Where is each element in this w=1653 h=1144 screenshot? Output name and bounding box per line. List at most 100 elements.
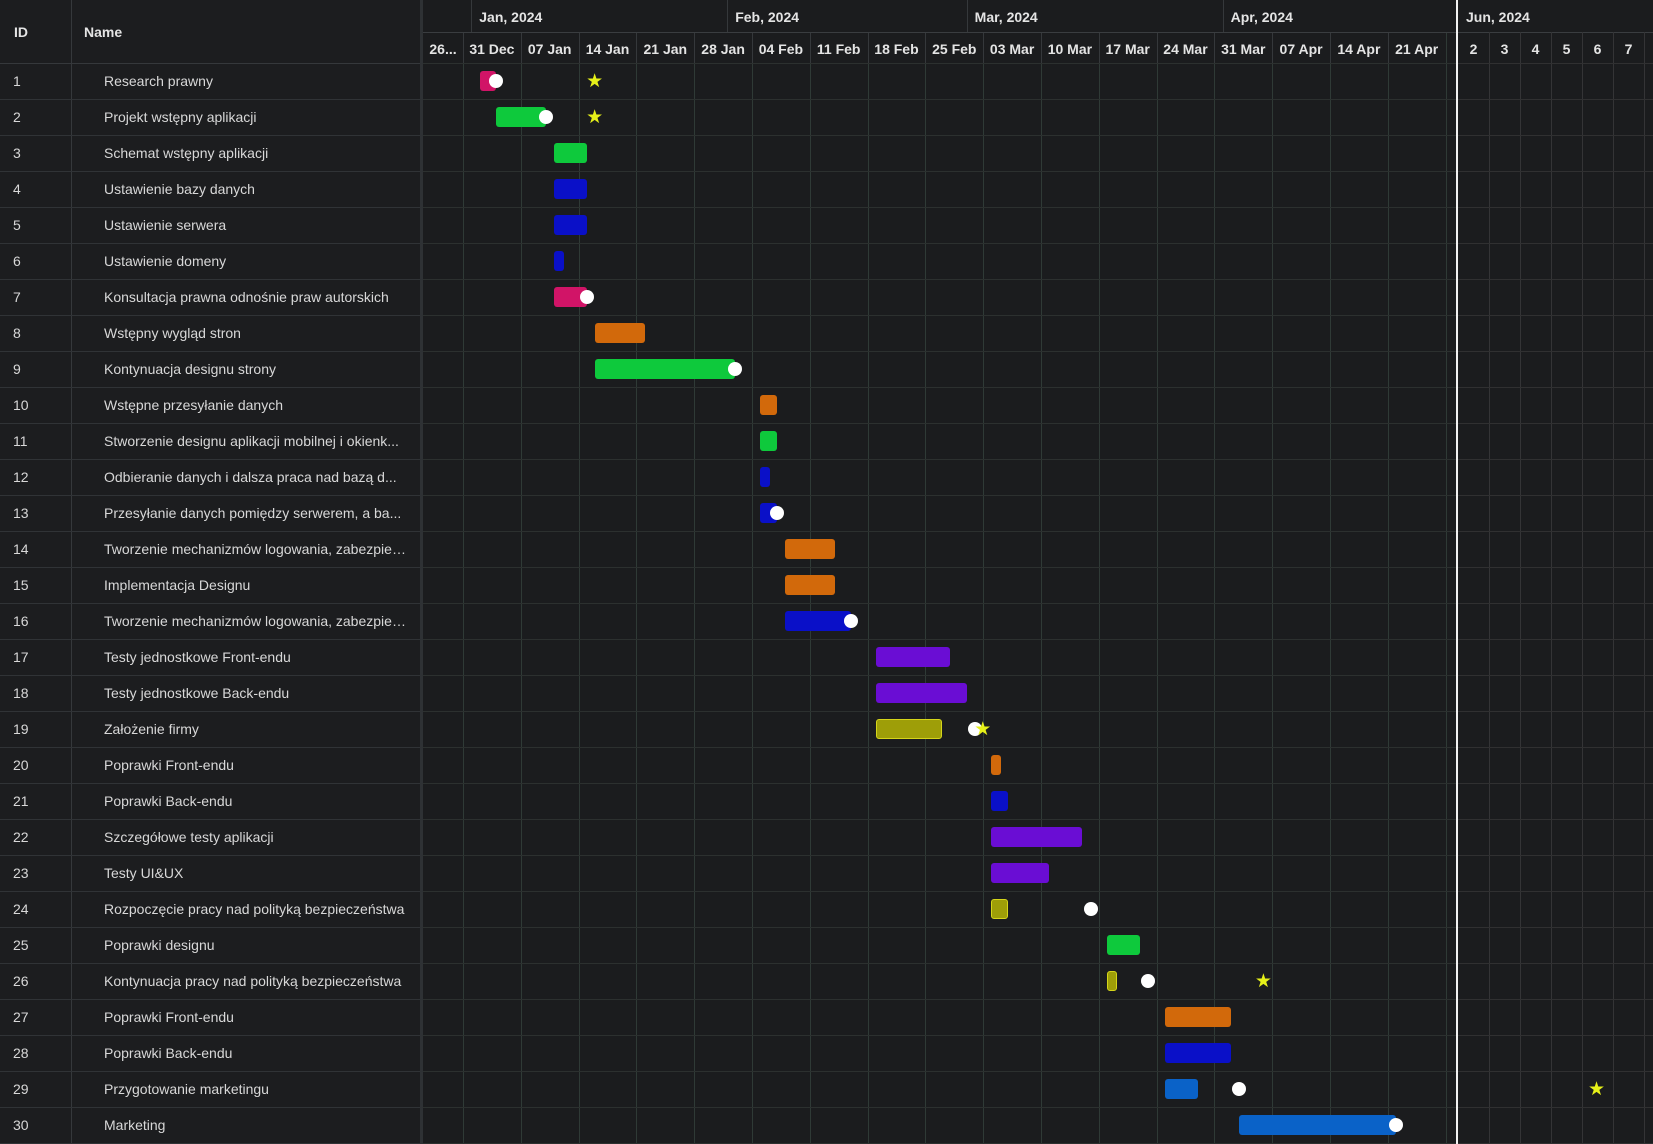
week-header[interactable]: 11 Feb xyxy=(816,41,861,57)
milestone-star-icon[interactable]: ★ xyxy=(1588,1079,1606,1100)
week-header[interactable]: 21 Apr xyxy=(1395,41,1439,57)
day-header[interactable]: 5 xyxy=(1562,41,1571,57)
dependency-endpoint-icon[interactable] xyxy=(1232,1082,1247,1096)
column-divider[interactable] xyxy=(71,0,72,1144)
task-bar[interactable] xyxy=(760,431,777,451)
task-bar[interactable] xyxy=(991,791,1008,811)
dependency-endpoint-icon[interactable] xyxy=(579,290,594,304)
pane-splitter[interactable] xyxy=(420,0,423,1144)
week-header[interactable]: 21 Jan xyxy=(643,41,688,57)
task-bar[interactable] xyxy=(875,647,951,667)
day-header[interactable]: 6 xyxy=(1593,41,1602,57)
week-header[interactable]: 07 Jan xyxy=(527,41,572,57)
day-header[interactable]: 2 xyxy=(1469,41,1478,57)
dependency-endpoint-icon[interactable] xyxy=(967,722,982,736)
task-bar[interactable] xyxy=(496,107,546,127)
day-header[interactable]: 4 xyxy=(1531,41,1540,57)
task-bar[interactable] xyxy=(1164,1079,1198,1099)
milestone-star-icon[interactable]: ★ xyxy=(1254,971,1272,992)
month-header[interactable]: Feb, 2024 xyxy=(735,9,800,25)
dependency-endpoint-icon[interactable] xyxy=(489,74,504,88)
task-bar[interactable] xyxy=(1164,1007,1231,1027)
task-bar[interactable] xyxy=(760,395,777,415)
dependency-endpoint-icon[interactable] xyxy=(538,110,553,124)
day-header[interactable]: 3 xyxy=(1500,41,1509,57)
week-header[interactable]: 31 Mar xyxy=(1221,41,1266,57)
milestone-star-icon[interactable]: ★ xyxy=(974,719,992,740)
week-header[interactable]: 26... xyxy=(429,41,457,57)
task-bar[interactable] xyxy=(991,827,1083,847)
task-bar[interactable] xyxy=(553,179,587,199)
task-bar[interactable] xyxy=(760,467,771,487)
week-header[interactable]: 25 Feb xyxy=(932,41,977,57)
milestone-star-icon[interactable]: ★ xyxy=(586,107,604,128)
month-header[interactable]: Jan, 2024 xyxy=(479,9,543,25)
dependency-endpoint-icon[interactable] xyxy=(1389,1118,1404,1132)
task-bar[interactable] xyxy=(991,755,1002,775)
task-bar[interactable] xyxy=(553,215,587,235)
month-header[interactable]: Jun, 2024 xyxy=(1466,9,1530,25)
task-bar[interactable] xyxy=(1239,1115,1397,1135)
week-header[interactable]: 28 Jan xyxy=(701,41,745,57)
task-bar[interactable] xyxy=(1107,935,1141,955)
timeline-chart[interactable]: 26... 31 Dec 07 Jan 14 Jan 21 Jan 28 Jan 04 Fe… xyxy=(423,0,1458,1144)
task-bar[interactable] xyxy=(553,251,564,271)
week-header[interactable]: 31 Dec xyxy=(469,41,515,57)
task-bar[interactable] xyxy=(595,359,736,379)
dependency-endpoint-icon[interactable] xyxy=(1083,902,1098,916)
id-column-header[interactable]: ID xyxy=(14,24,28,40)
task-bar[interactable] xyxy=(595,323,645,343)
week-header[interactable]: 07 Apr xyxy=(1279,41,1323,57)
task-bar[interactable] xyxy=(553,287,587,307)
week-header[interactable]: 14 Apr xyxy=(1337,41,1381,57)
month-header[interactable]: Mar, 2024 xyxy=(974,9,1038,25)
week-header[interactable]: 04 Feb xyxy=(758,41,804,57)
task-bar[interactable] xyxy=(1107,971,1118,991)
week-header[interactable]: 03 Mar xyxy=(989,41,1035,57)
milestone-star-icon[interactable]: ★ xyxy=(586,71,604,92)
dependency-endpoint-icon[interactable] xyxy=(1141,974,1156,988)
week-header[interactable]: 24 Mar xyxy=(1163,41,1208,57)
week-header[interactable]: 18 Feb xyxy=(874,41,919,57)
dependency-endpoint-icon[interactable] xyxy=(844,614,859,628)
task-bar[interactable] xyxy=(785,539,835,559)
task-bar[interactable] xyxy=(991,863,1050,883)
task-bar[interactable] xyxy=(875,719,942,739)
month-header[interactable]: Apr, 2024 xyxy=(1230,9,1293,25)
task-bar[interactable] xyxy=(875,683,967,703)
task-bar[interactable] xyxy=(1164,1043,1231,1063)
task-bar[interactable] xyxy=(785,611,852,631)
week-header[interactable]: 14 Jan xyxy=(585,41,630,57)
task-bar[interactable] xyxy=(785,575,835,595)
week-header[interactable]: 10 Mar xyxy=(1047,41,1093,57)
task-bar[interactable] xyxy=(553,143,587,163)
name-column-header[interactable]: Name xyxy=(84,24,123,40)
task-bar[interactable] xyxy=(991,899,1008,919)
